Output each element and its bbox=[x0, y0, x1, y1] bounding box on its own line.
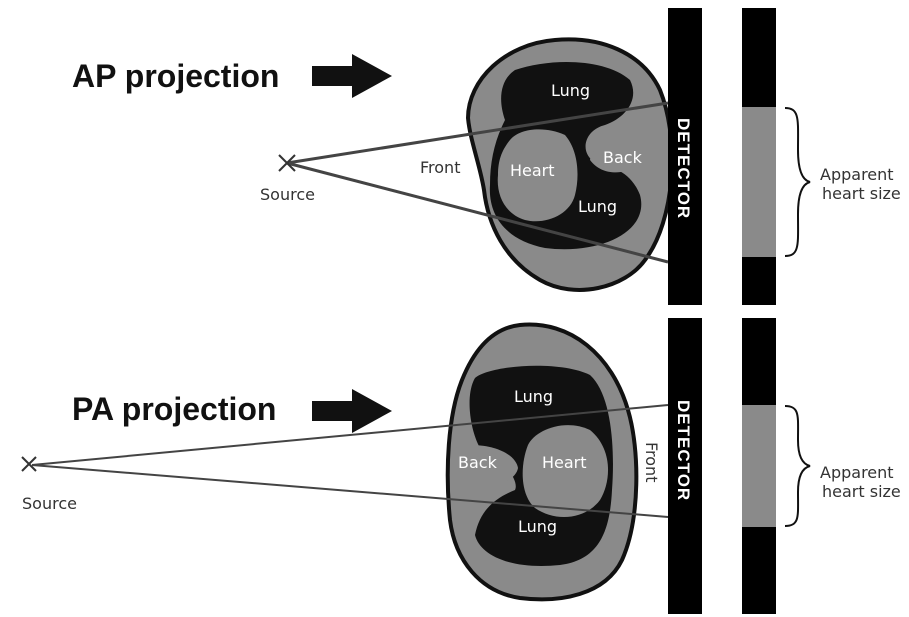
pa-apparent-line1: Apparent bbox=[820, 463, 894, 482]
pa-front-label: Front bbox=[642, 442, 661, 482]
pa-back-notch bbox=[455, 445, 518, 488]
pa-heart-shadow bbox=[742, 405, 776, 527]
ap-heart bbox=[497, 129, 578, 222]
pa-apparent-line2: heart size bbox=[822, 482, 901, 501]
ap-lung-upper-label: Lung bbox=[551, 81, 590, 100]
pa-beam-lower bbox=[31, 464, 669, 518]
ap-brace bbox=[784, 107, 811, 257]
ap-front-label: Front bbox=[420, 158, 460, 177]
ap-source-label: Source bbox=[260, 185, 315, 204]
ap-detector-label: DETECTOR bbox=[674, 118, 693, 219]
pa-heart bbox=[522, 425, 609, 518]
pa-heart-label: Heart bbox=[542, 453, 587, 472]
ap-beam-upper bbox=[286, 101, 669, 165]
ap-arrow-icon bbox=[312, 54, 392, 98]
ap-heart-shadow bbox=[742, 107, 776, 257]
pa-detector-label: DETECTOR bbox=[674, 400, 693, 501]
pa-arrow-icon bbox=[312, 389, 392, 433]
ap-back-label: Back bbox=[603, 148, 643, 167]
pa-title: PA projection bbox=[72, 391, 276, 427]
ap-source-x-icon bbox=[278, 154, 296, 172]
pa-detector bbox=[668, 318, 702, 614]
pa-lung-lower-label: Lung bbox=[518, 517, 557, 536]
ap-lung-lower-label: Lung bbox=[578, 197, 617, 216]
pa-brace bbox=[784, 405, 811, 527]
pa-source-label: Source bbox=[22, 494, 77, 513]
ap-beam-lower bbox=[286, 161, 669, 264]
pa-back-label: Back bbox=[458, 453, 498, 472]
pa-lung-upper-label: Lung bbox=[514, 387, 553, 406]
pa-beam-upper bbox=[31, 404, 669, 466]
ap-panel: AP projection Source Lung Heart Back Lun… bbox=[72, 8, 901, 305]
ap-title: AP projection bbox=[72, 58, 279, 94]
ap-heart-label: Heart bbox=[510, 161, 555, 180]
pa-source-x-icon bbox=[21, 456, 37, 472]
ap-apparent-line1: Apparent bbox=[820, 165, 894, 184]
ap-apparent-line2: heart size bbox=[822, 184, 901, 203]
ap-back-notch bbox=[590, 144, 650, 173]
ap-detector bbox=[668, 8, 702, 305]
pa-panel: PA projection Source Lung Back Heart Lun… bbox=[21, 318, 901, 614]
